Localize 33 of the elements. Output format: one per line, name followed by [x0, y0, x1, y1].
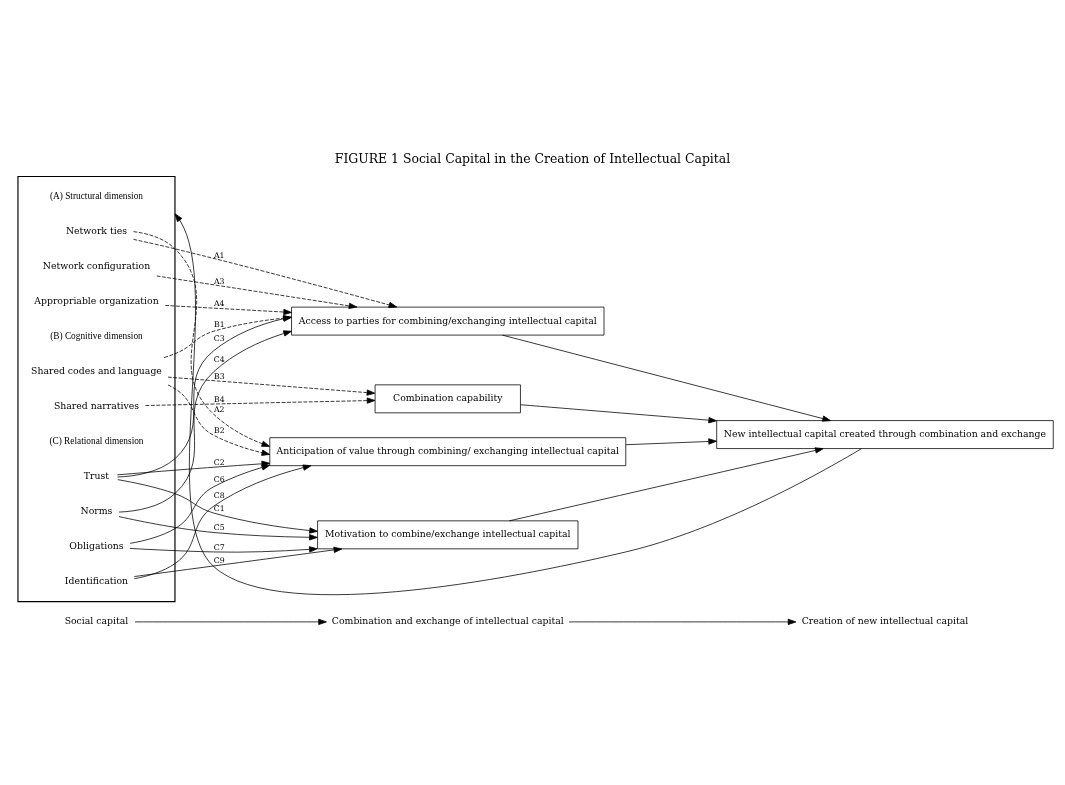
edge-label: B1 [213, 319, 225, 329]
edge-label: C2 [213, 457, 225, 467]
node-text: Shared narratives [53, 399, 140, 411]
node-text: Appropriable organization [34, 294, 159, 306]
node-text: Obligations [69, 539, 124, 551]
edge-label: C5 [213, 522, 225, 532]
node-text: (B) Cognitive dimension [50, 330, 143, 341]
edge-label: A3 [213, 276, 225, 286]
node-text: Network ties [65, 224, 127, 236]
edge-label: B4 [213, 394, 225, 404]
edge-label: C9 [213, 555, 225, 565]
node-text: (A) Structural dimension [49, 190, 144, 201]
node-text: Norms [80, 504, 113, 516]
diagram-title: FIGURE 1 Social Capital in the Creation of Intellectual Capital [334, 150, 731, 166]
node-text: (C) Relational dimension [49, 435, 144, 446]
edge-label: C4 [213, 354, 225, 364]
edge-label: A4 [213, 298, 225, 308]
edge-label: C7 [213, 542, 225, 552]
node-text: Social capital [64, 614, 129, 626]
node-text: Shared codes and language [31, 364, 162, 376]
edge-label: C3 [213, 333, 225, 343]
edge-label: C1 [213, 503, 225, 513]
edge-label: C6 [213, 474, 225, 484]
edge-label: B2 [213, 425, 225, 435]
node-text: Creation of new intellectual capital [801, 614, 969, 626]
edge-label: B3 [213, 371, 225, 381]
edge-label: A1 [213, 250, 225, 260]
edge-label: C8 [213, 490, 225, 500]
node-text: Identification [64, 574, 129, 586]
node-text: Network configuration [42, 259, 151, 271]
edge-label: A2 [213, 404, 225, 414]
node-text: Trust [83, 469, 110, 481]
node-text: Combination and exchange of intellectual capital [331, 614, 564, 626]
